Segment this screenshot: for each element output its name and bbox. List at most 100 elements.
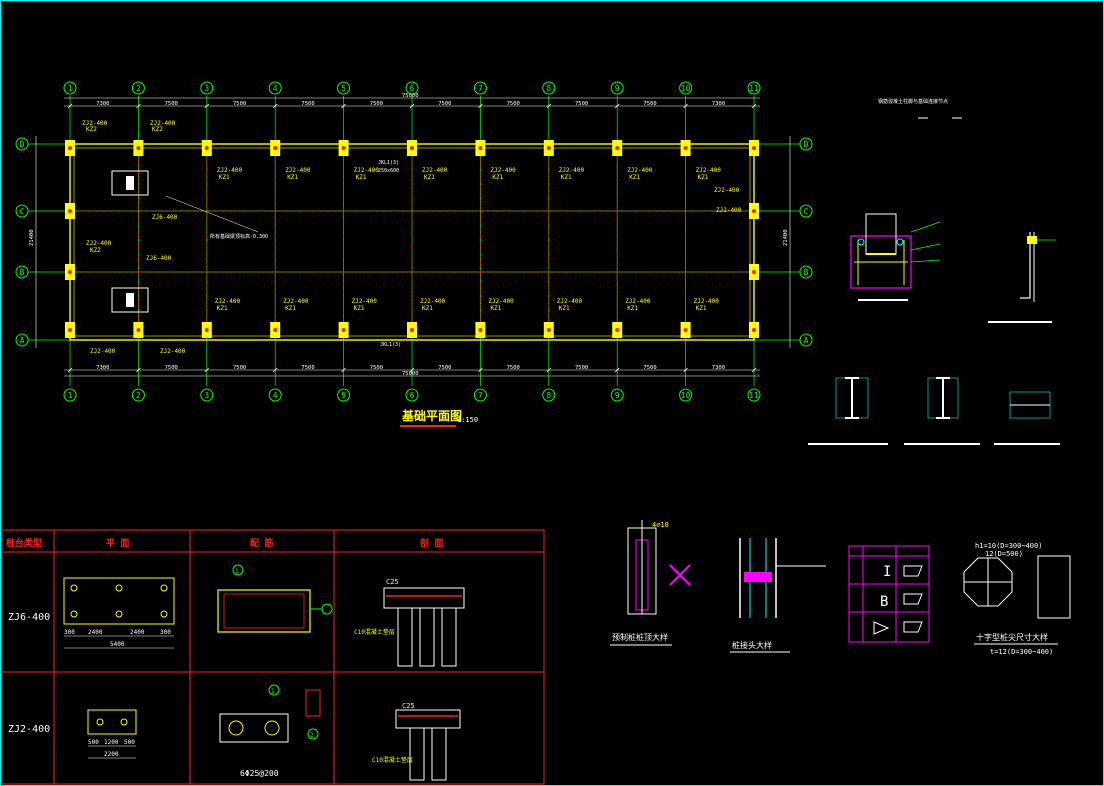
pile-center bbox=[273, 328, 278, 332]
pile-center bbox=[273, 146, 278, 150]
axis-bubble-A bbox=[15, 333, 29, 347]
pile-center bbox=[752, 146, 756, 150]
pile-cap-table: 桩台类型 平 面 配 筋 剖 面 ZJ6-400 300 2400 2400 3… bbox=[1, 529, 545, 785]
table-header-plan: 平 面 bbox=[106, 538, 129, 549]
span-dimension: 7500 bbox=[233, 101, 246, 107]
pile-center bbox=[478, 328, 483, 332]
steel-plate-table: I B bbox=[848, 545, 930, 643]
dimension-tick bbox=[341, 367, 346, 373]
dimension-tick bbox=[614, 367, 620, 373]
dimension-tick bbox=[409, 103, 415, 109]
axis-bubble-7 bbox=[473, 388, 487, 402]
zj2-rebar: 1 2 6Φ25@200 bbox=[219, 684, 321, 778]
axis-bubble-2 bbox=[131, 81, 145, 95]
plan-label: ZJ2-400 bbox=[285, 167, 311, 174]
span-dimension: 7500 bbox=[301, 101, 314, 107]
span-dimension: 7500 bbox=[301, 365, 314, 371]
axis-bubble-4 bbox=[268, 388, 282, 402]
zj6-rebar: 1 bbox=[217, 564, 333, 633]
axis-label-4: 4 bbox=[273, 391, 278, 400]
dimension-tick bbox=[751, 367, 757, 373]
zj2-plan: 500 1200 500 2200 bbox=[87, 709, 137, 759]
dimension-tick bbox=[614, 103, 620, 109]
zj6-section: C25 C10混凝土垫层 bbox=[354, 578, 465, 667]
axis-label-8: 8 bbox=[546, 84, 551, 93]
pile-center bbox=[478, 146, 483, 150]
svg-text:1: 1 bbox=[235, 568, 239, 575]
svg-text:C25: C25 bbox=[402, 702, 415, 710]
pile-center bbox=[204, 146, 209, 150]
axis-bubble-A bbox=[799, 333, 813, 347]
svg-text:C25: C25 bbox=[386, 578, 399, 586]
dimension-tick bbox=[751, 103, 757, 109]
svg-text:C10混凝土垫层: C10混凝土垫层 bbox=[372, 756, 413, 764]
axis-bubble-B bbox=[799, 265, 813, 279]
dimension-tick bbox=[272, 367, 278, 373]
span-dimension: 7300 bbox=[712, 101, 725, 107]
anchor-bolt-detail bbox=[988, 232, 1056, 323]
section-detail-2 bbox=[904, 377, 980, 445]
axis-label-C: C bbox=[20, 207, 25, 216]
table-header-type: 桩台类型 bbox=[6, 537, 42, 549]
axis-bubble-9 bbox=[610, 81, 624, 95]
axis-label-7: 7 bbox=[478, 84, 483, 93]
span-dimension: 7500 bbox=[643, 101, 656, 107]
span-dimension: 7500 bbox=[507, 101, 520, 107]
plan-label: KZ1 bbox=[285, 305, 296, 312]
leader-line bbox=[165, 195, 259, 233]
plan-label: ZJ2-400 bbox=[714, 187, 740, 194]
plan-label: JKL1(3) bbox=[380, 342, 401, 348]
axis-label-A: A bbox=[804, 336, 809, 345]
axis-bubble-1 bbox=[63, 388, 77, 402]
axis-bubble-D bbox=[799, 137, 813, 151]
cross-plate-detail: h1=10(D=300~400) 12(D=500) 十字型桩尖尺寸大样 t=1… bbox=[963, 542, 1071, 656]
axis-label-1: 1 bbox=[68, 391, 73, 400]
span-dimension: 7500 bbox=[165, 101, 178, 107]
svg-text:500: 500 bbox=[124, 739, 135, 746]
pile-center bbox=[68, 146, 72, 150]
axis-label-2: 2 bbox=[136, 391, 141, 400]
plan-label: ZJ2-400 bbox=[215, 298, 241, 305]
plan-label: KZ1 bbox=[422, 305, 433, 312]
axis-label-1: 1 bbox=[68, 84, 73, 93]
pile-group-cap bbox=[111, 287, 149, 313]
plan-scale: 1:150 bbox=[457, 416, 478, 424]
pile-center bbox=[615, 146, 620, 150]
span-dimension: 7500 bbox=[507, 365, 520, 371]
plan-label: KZ1 bbox=[217, 305, 228, 312]
section-detail-1 bbox=[808, 377, 888, 445]
plan-label: KZ1 bbox=[356, 174, 367, 181]
axis-bubble-5 bbox=[337, 81, 351, 95]
pile-center bbox=[68, 209, 72, 213]
pile-center bbox=[341, 328, 346, 332]
dimension-tick bbox=[136, 103, 141, 109]
span-dimension: 7500 bbox=[370, 365, 383, 371]
svg-text:300: 300 bbox=[160, 629, 171, 636]
plan-label: ZJ2-400 bbox=[694, 298, 720, 305]
plan-dimension-lines: 7300 7500 7500 7500 7500 7500 7500 7500 7500 7300… bbox=[29, 93, 791, 377]
svg-text:5400: 5400 bbox=[110, 641, 125, 648]
pile-top-title: 预制桩桩顶大样 bbox=[612, 632, 668, 642]
plan-label: ZJ2-400 bbox=[150, 120, 176, 127]
pile-center bbox=[683, 146, 688, 150]
plan-label: ZJ2-400 bbox=[422, 167, 448, 174]
plan-label: KZ1 bbox=[490, 305, 501, 312]
dimension-tick bbox=[546, 367, 552, 373]
axis-bubble-7 bbox=[473, 81, 487, 95]
axis-bubble-9 bbox=[610, 388, 624, 402]
axis-label-B: B bbox=[804, 268, 809, 277]
svg-text:500: 500 bbox=[88, 739, 99, 746]
pile-center bbox=[136, 146, 141, 150]
axis-label-5: 5 bbox=[341, 391, 346, 400]
plan-label: KZ2 bbox=[90, 247, 101, 254]
plan-label: KZ1 bbox=[559, 305, 570, 312]
svg-text:2400: 2400 bbox=[88, 629, 103, 636]
span-dimension: 7300 bbox=[712, 365, 725, 371]
plan-label: ZJ2-400 bbox=[354, 167, 380, 174]
axis-bubble-11 bbox=[747, 388, 761, 402]
plan-label: ZJ2-400 bbox=[352, 298, 378, 305]
axis-label-D: D bbox=[804, 140, 809, 149]
axis-label-11: 11 bbox=[749, 391, 759, 400]
plan-label: ZJ2-400 bbox=[160, 348, 186, 355]
